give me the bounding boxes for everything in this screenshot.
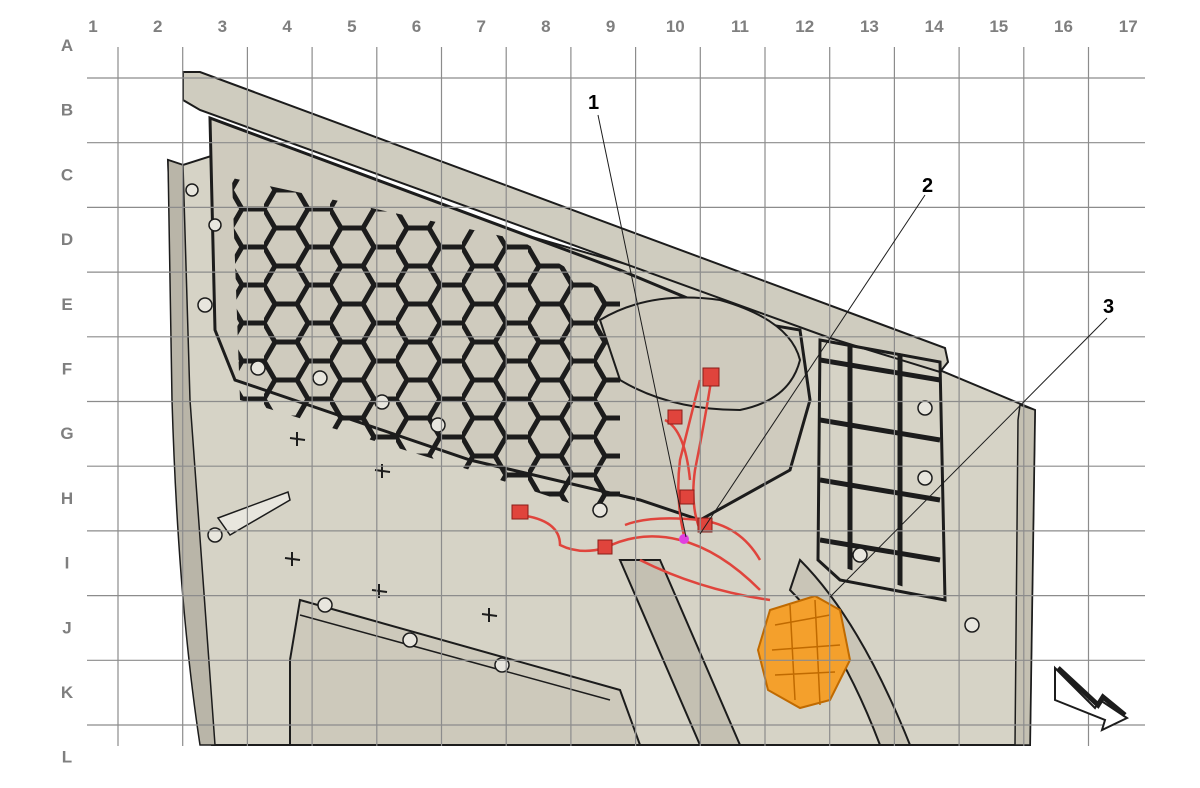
grid-column-label: 7 (476, 17, 485, 36)
grid-column-label: 15 (989, 17, 1008, 36)
grid-column-label: 12 (795, 17, 814, 36)
grid-row-labels: A B C D E F G H I J K L (60, 36, 73, 767)
grid-row-label: L (62, 748, 72, 767)
panel-left-edge (167, 158, 216, 746)
callout-3-label: 3 (1103, 296, 1114, 318)
grid-column-label: 5 (347, 17, 356, 36)
grid-row-label: F (62, 360, 72, 379)
panel-right-edge (1014, 404, 1036, 746)
grid-column-label: 9 (606, 17, 615, 36)
grid-row-label: I (65, 554, 70, 573)
door-trim-panel (166, 71, 1037, 746)
callout-leaders (597, 114, 1108, 598)
magenta-dot-icon (679, 534, 689, 544)
forward-arrow-icon (1054, 665, 1130, 732)
grid-row-label: A (61, 36, 73, 55)
right-rib-frame (820, 340, 941, 600)
grid-column-label: 16 (1054, 17, 1073, 36)
mounting-clips (185, 183, 980, 673)
pocket-lip (299, 614, 611, 701)
grid-column-label: 13 (860, 17, 879, 36)
grid-row-label: K (61, 683, 74, 702)
grid-row-label: E (61, 295, 72, 314)
grid-column-label: 6 (412, 17, 421, 36)
window-regulator-rail (618, 559, 742, 746)
grid-row-label: H (61, 489, 73, 508)
grid-row-label: J (62, 618, 71, 637)
right-rib-outline (816, 338, 947, 602)
grid-row-label: D (61, 230, 73, 249)
reference-grid (87, 47, 1145, 746)
grid-row-label: B (61, 101, 73, 120)
callout-2-label: 2 (922, 175, 933, 197)
grid-column-label: 17 (1119, 17, 1138, 36)
grid-column-label: 4 (282, 17, 292, 36)
grid-column-label: 1 (88, 17, 97, 36)
grid-column-label: 8 (541, 17, 550, 36)
grid-row-label: G (60, 424, 73, 443)
grid-row-label: C (61, 165, 73, 184)
grid-column-label: 14 (925, 17, 944, 36)
grid-column-label: 11 (731, 17, 749, 36)
harness-connectors (511, 367, 720, 555)
callout-1-label: 1 (588, 92, 599, 114)
left-retainer-clip (216, 491, 291, 536)
grid-column-label: 2 (153, 17, 162, 36)
wiring-harness (519, 374, 771, 602)
grid-column-label: 10 (666, 17, 685, 36)
grid-column-label: 3 (218, 17, 227, 36)
